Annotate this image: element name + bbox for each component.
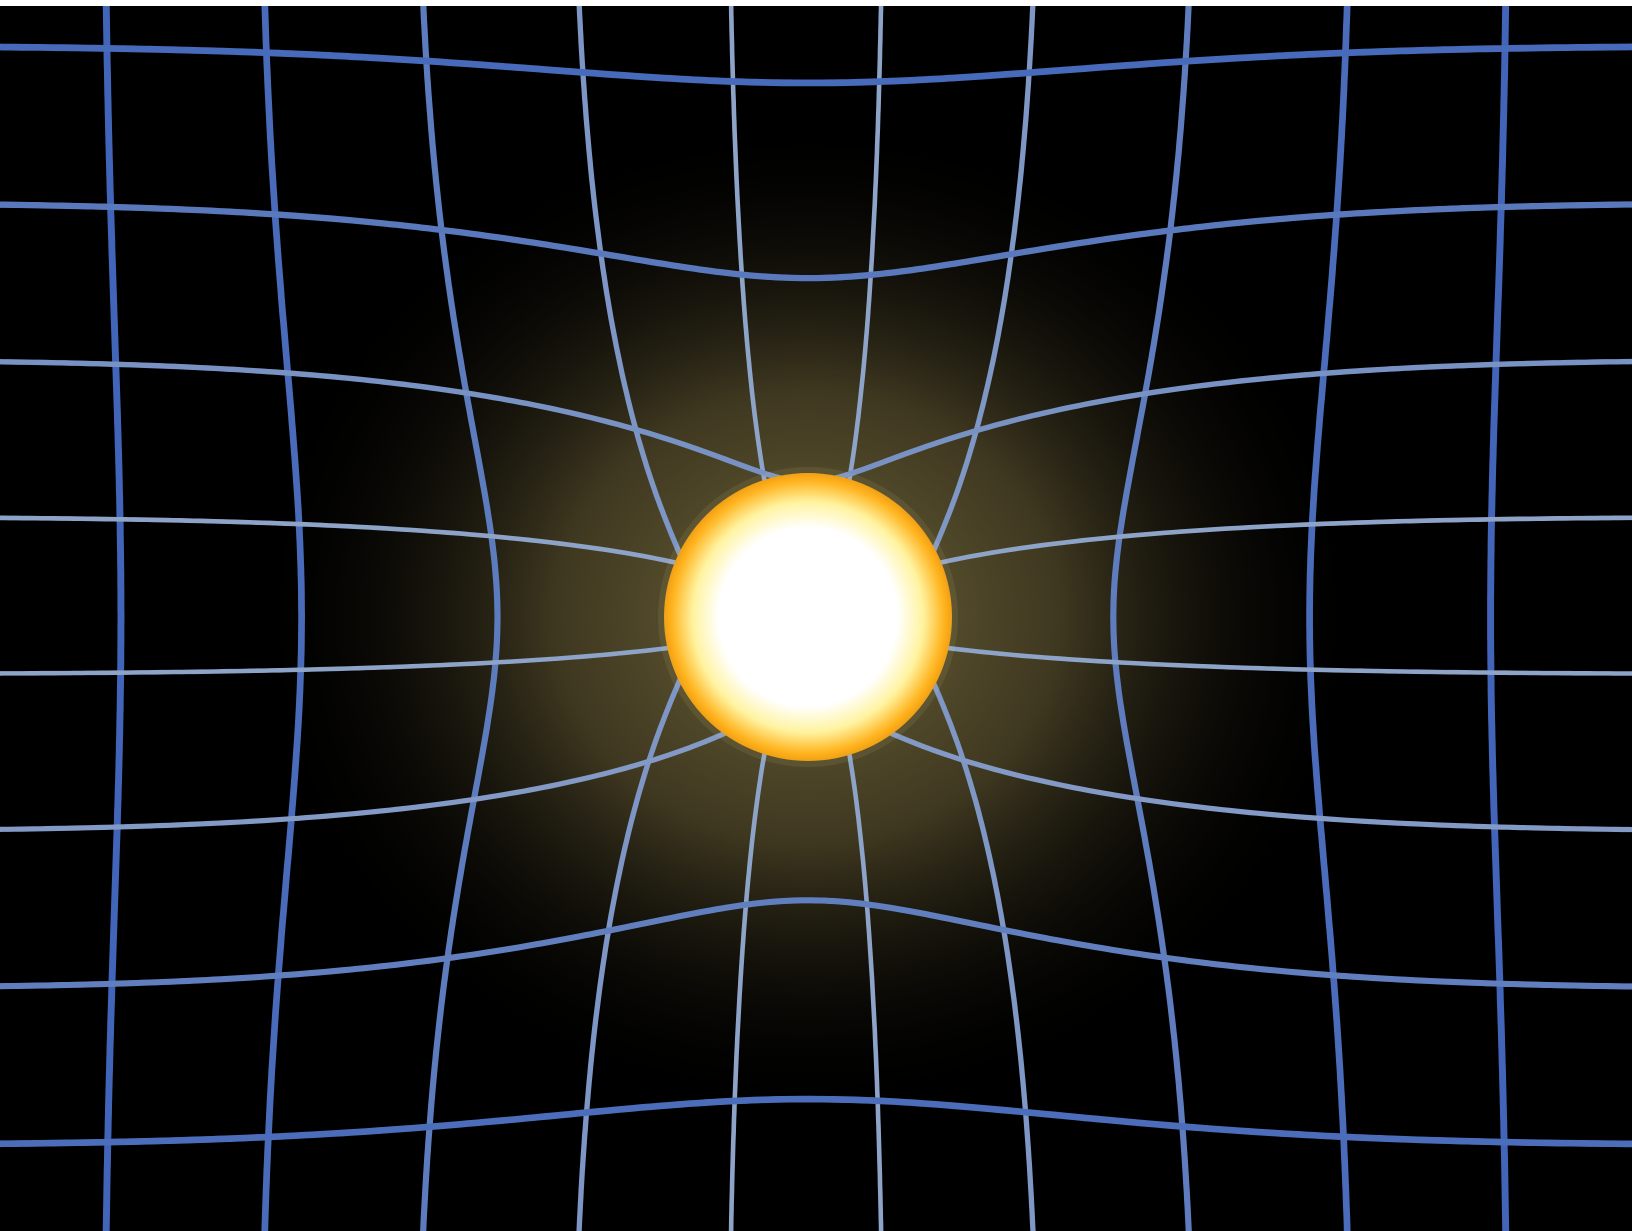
star — [658, 467, 958, 767]
star-body — [664, 473, 952, 761]
